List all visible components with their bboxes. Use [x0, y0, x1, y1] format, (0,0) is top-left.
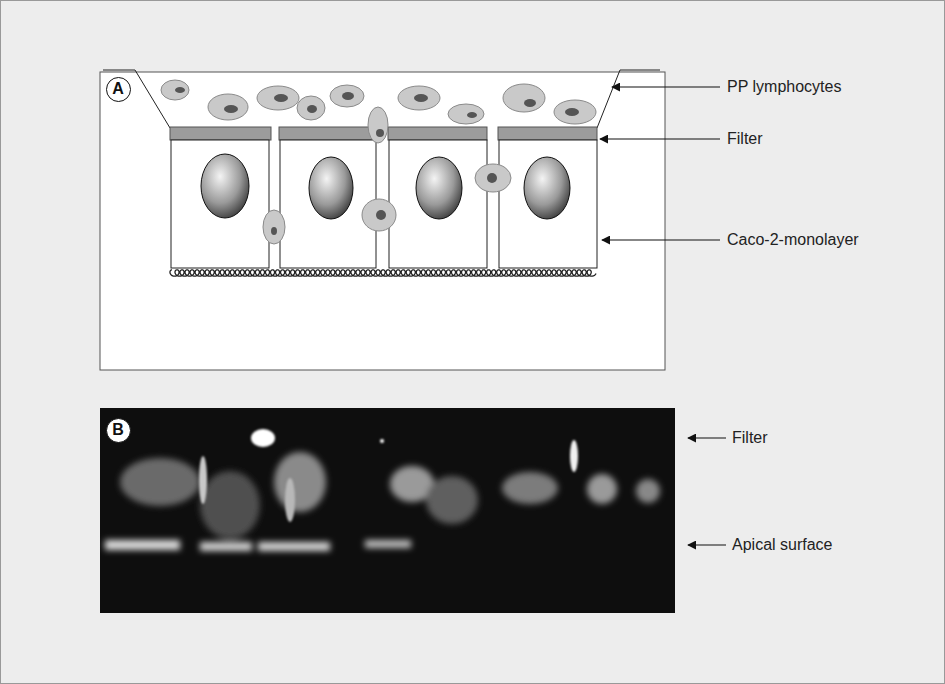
apical-signal: [105, 540, 180, 550]
lymphocyte-nucleus: [307, 105, 317, 113]
lymphocyte-nucleus: [414, 94, 428, 102]
bright-streak: [199, 456, 207, 504]
lymphocyte: [475, 164, 511, 192]
lymphocyte: [398, 86, 440, 110]
cell-signal: [502, 472, 558, 504]
lymphocyte: [257, 86, 299, 110]
cell-signal: [200, 471, 260, 539]
leader-arrow: [602, 239, 720, 240]
insert-wall: [597, 70, 660, 128]
lymphocyte: [503, 84, 545, 112]
micrograph-bright-spots: [199, 429, 578, 522]
bright-spot: [380, 439, 384, 443]
lymphocyte-nucleus: [224, 105, 238, 113]
lymphocyte-nucleus: [565, 108, 579, 116]
part-label: PP lymphocytes: [727, 77, 841, 96]
lymphocyte: [362, 199, 396, 231]
cell-signal: [426, 476, 478, 524]
lymphocyte-nucleus: [376, 210, 386, 220]
leader-arrow: [612, 86, 720, 87]
cell-nucleus: [416, 157, 462, 219]
migrating-lymphocytes: [263, 107, 511, 244]
apical-signal: [200, 542, 252, 551]
panel-frame: [100, 72, 665, 370]
filter-bar: [170, 127, 271, 140]
leader-arrow: [688, 437, 726, 438]
bright-streak: [570, 440, 578, 472]
cell-signal: [636, 479, 660, 503]
apical-signal: [365, 540, 411, 548]
lymphocyte-nucleus: [271, 227, 277, 235]
bright-streak: [285, 478, 295, 522]
panel-letter-circle: B: [106, 418, 131, 443]
fluorescence-micrograph: [100, 408, 675, 613]
panel-letter: B: [112, 422, 124, 438]
epithelial-cell: [280, 140, 376, 268]
epithelial-cell: [389, 140, 487, 268]
lymphocyte: [554, 100, 596, 124]
leader-arrows-a: [600, 87, 720, 240]
lymphocyte: [297, 96, 325, 120]
cell-nucleus: [524, 157, 570, 219]
lymphocyte-nucleus: [175, 87, 185, 93]
lymphocyte-nucleus: [524, 99, 536, 107]
filter-bar: [388, 127, 487, 140]
filter-bar: [498, 127, 597, 140]
epithelial-cell: [171, 140, 269, 268]
panel-letter-circle: A: [106, 77, 131, 102]
lymphocyte: [161, 80, 189, 100]
lymphocyte: [208, 94, 248, 120]
cell-signal: [587, 474, 617, 504]
part-label: Filter: [732, 428, 768, 447]
cell-signal: [274, 452, 326, 512]
insert-wall: [103, 70, 170, 128]
cell-nucleus: [309, 157, 353, 219]
bright-spot: [251, 429, 275, 447]
panel-letter: A: [112, 81, 124, 97]
lymphocyte-nucleus: [342, 92, 354, 100]
apical-signal: [258, 542, 330, 551]
filter-bar: [279, 127, 376, 140]
part-label: Apical surface: [732, 535, 833, 554]
lymphocyte: [368, 107, 388, 143]
lymphocyte-nucleus: [487, 173, 497, 183]
lymphocyte-nucleus: [467, 112, 477, 118]
lymphocyte: [330, 85, 364, 107]
cell-nucleus: [201, 154, 249, 218]
microvilli: [170, 270, 596, 276]
leader-arrow: [688, 544, 726, 545]
epithelial-cell: [499, 140, 597, 268]
caco2-cells: [171, 140, 597, 268]
lymphocyte: [263, 210, 285, 244]
part-label: Filter: [727, 129, 763, 148]
part-label: Caco-2-monolayer: [727, 230, 859, 249]
lymphocyte-nucleus: [274, 94, 288, 102]
cell-signal: [120, 458, 200, 506]
leader-arrow: [600, 138, 720, 139]
lymphocyte-nucleus: [376, 129, 384, 137]
lymphocyte: [448, 104, 484, 124]
leader-arrows-b: [688, 438, 726, 545]
